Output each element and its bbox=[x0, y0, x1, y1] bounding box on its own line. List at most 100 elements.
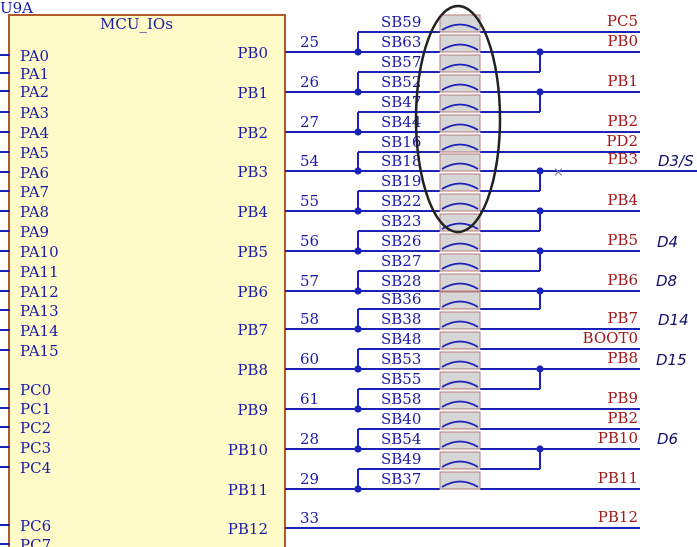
solder-bridge-icon bbox=[439, 451, 481, 470]
designator-label: U9A bbox=[0, 0, 33, 17]
left-pin-label: PA9 bbox=[20, 223, 49, 241]
left-pin-label: PC1 bbox=[20, 400, 51, 418]
bridge-label: SB44 bbox=[381, 113, 421, 131]
pin-number: 25 bbox=[300, 33, 319, 51]
bridge-label: SB53 bbox=[381, 350, 421, 368]
bridge-label: SB37 bbox=[381, 470, 421, 488]
mcu-body bbox=[8, 14, 286, 547]
bridge-label: SB40 bbox=[381, 410, 421, 428]
left-pin-label: PC4 bbox=[20, 459, 51, 477]
left-pin-label: PA5 bbox=[20, 144, 49, 162]
solder-bridge-icon bbox=[439, 351, 481, 370]
pin-number: 33 bbox=[300, 509, 319, 527]
net-label: PB5 bbox=[607, 231, 638, 249]
right-pin-label: PB10 bbox=[228, 441, 268, 459]
net-label: PB6 bbox=[607, 271, 638, 289]
net-label: PB9 bbox=[607, 389, 638, 407]
pin-number: 60 bbox=[300, 350, 319, 368]
solder-bridge-icon bbox=[439, 371, 481, 390]
solder-bridge-icon bbox=[439, 134, 481, 153]
connector-label: D14 bbox=[658, 311, 689, 329]
left-pin-label: PA13 bbox=[20, 302, 59, 320]
right-pin-label: PB3 bbox=[237, 163, 268, 181]
net-label: PB12 bbox=[598, 508, 638, 526]
right-pin-label: PB12 bbox=[228, 520, 268, 538]
left-pin-label: PC6 bbox=[20, 517, 51, 535]
connector-label: D6 bbox=[657, 430, 678, 448]
solder-bridge-icon bbox=[439, 311, 481, 330]
solder-bridge-icon bbox=[439, 14, 481, 33]
left-pin-label: PA3 bbox=[20, 104, 49, 122]
left-pin-label: PA7 bbox=[20, 183, 49, 201]
bridge-label: SB55 bbox=[381, 370, 421, 388]
solder-bridge-icon bbox=[439, 291, 481, 310]
left-pin-label: PC0 bbox=[20, 381, 51, 399]
left-pin-label: PA4 bbox=[20, 124, 49, 142]
pin-number: 26 bbox=[300, 73, 319, 91]
bridge-label: SB63 bbox=[381, 33, 421, 51]
left-pin-label: PA15 bbox=[20, 342, 59, 360]
pin-number: 57 bbox=[300, 272, 319, 290]
left-pin-label: PA11 bbox=[20, 263, 59, 281]
no-connect-mark: × bbox=[553, 165, 564, 180]
block-title: MCU_IOs bbox=[100, 15, 173, 33]
right-pin-label: PB2 bbox=[237, 124, 268, 142]
solder-bridge-icon bbox=[439, 173, 481, 192]
bridge-label: SB19 bbox=[381, 172, 421, 190]
solder-bridge-icon bbox=[439, 471, 481, 490]
left-pin-label: PA10 bbox=[20, 243, 59, 261]
net-label: PD2 bbox=[606, 132, 638, 150]
net-label: PB2 bbox=[607, 409, 638, 427]
right-pin-label: PB4 bbox=[237, 203, 268, 221]
right-pin-label: PB0 bbox=[237, 44, 268, 62]
solder-bridge-icon bbox=[439, 114, 481, 133]
left-pin-label: PA2 bbox=[20, 83, 49, 101]
net-label: PB8 bbox=[607, 349, 638, 367]
left-pin-label: PC7 bbox=[20, 536, 51, 547]
left-pin-label: PA6 bbox=[20, 164, 49, 182]
pin-number: 29 bbox=[300, 470, 319, 488]
bridge-label: SB57 bbox=[381, 53, 421, 71]
left-pin-label: PA12 bbox=[20, 283, 59, 301]
pin-number: 56 bbox=[300, 232, 319, 250]
highlight-ellipse bbox=[414, 4, 502, 234]
solder-bridge-icon bbox=[439, 331, 481, 350]
bridge-label: SB23 bbox=[381, 212, 421, 230]
pin-number: 28 bbox=[300, 430, 319, 448]
net-label: BOOT0 bbox=[583, 329, 638, 347]
pin-number: 55 bbox=[300, 192, 319, 210]
bridge-label: SB22 bbox=[381, 192, 421, 210]
net-label: PC5 bbox=[607, 12, 638, 30]
pin-number: 61 bbox=[300, 390, 319, 408]
pin-number: 54 bbox=[300, 152, 319, 170]
connector-label: D3/S bbox=[658, 152, 694, 170]
solder-bridge-icon bbox=[439, 94, 481, 113]
solder-bridge-icon bbox=[439, 431, 481, 450]
pin-number: 58 bbox=[300, 310, 319, 328]
left-pin-label: PA8 bbox=[20, 203, 49, 221]
right-pin-label: PB9 bbox=[237, 401, 268, 419]
bridge-label: SB38 bbox=[381, 310, 421, 328]
solder-bridge-icon bbox=[439, 253, 481, 272]
bridge-label: SB48 bbox=[381, 330, 421, 348]
bridge-label: SB18 bbox=[381, 152, 421, 170]
net-label: PB2 bbox=[607, 112, 638, 130]
solder-bridge-icon bbox=[439, 391, 481, 410]
solder-bridge-icon bbox=[439, 34, 481, 53]
solder-bridge-icon bbox=[439, 273, 481, 292]
solder-bridge-icon bbox=[439, 153, 481, 172]
bridge-label: SB47 bbox=[381, 93, 421, 111]
net-label: PB1 bbox=[607, 72, 638, 90]
bridge-label: SB26 bbox=[381, 232, 421, 250]
net-label: PB10 bbox=[598, 429, 638, 447]
connector-label: D8 bbox=[656, 272, 677, 290]
solder-bridge-icon bbox=[439, 54, 481, 73]
right-pin-label: PB1 bbox=[237, 84, 268, 102]
right-pin-label: PB6 bbox=[237, 283, 268, 301]
bridge-label: SB52 bbox=[381, 73, 421, 91]
solder-bridge-icon bbox=[439, 74, 481, 93]
bridge-label: SB49 bbox=[381, 450, 421, 468]
net-label: PB3 bbox=[607, 150, 638, 168]
solder-bridge-icon bbox=[439, 193, 481, 212]
